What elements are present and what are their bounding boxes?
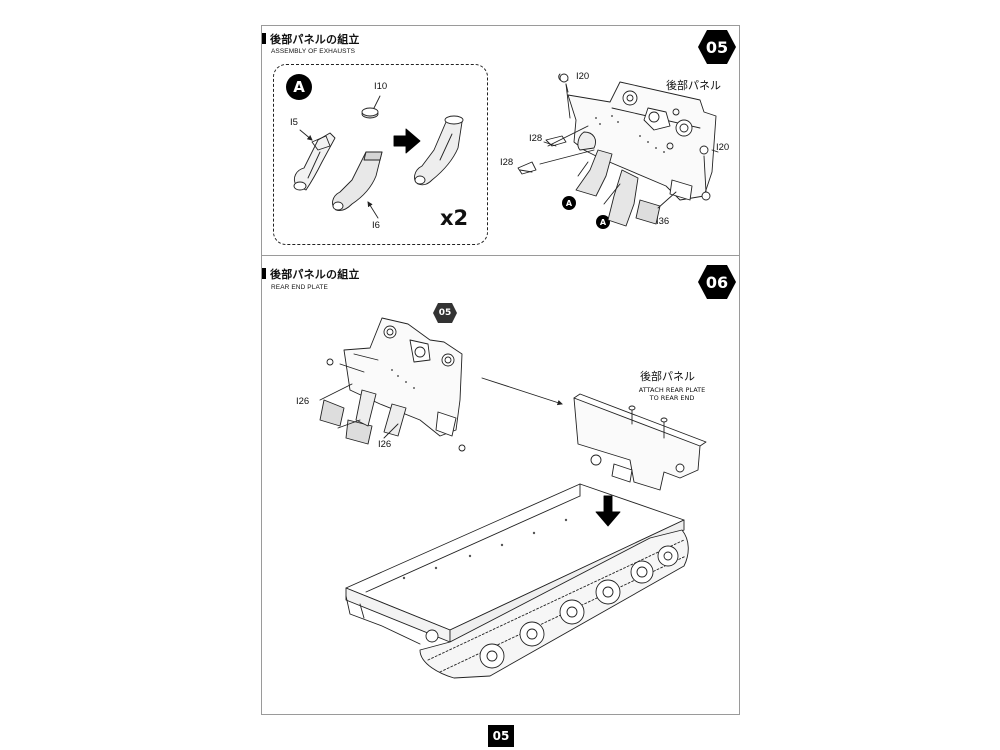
exhaust-part-i10	[361, 107, 379, 119]
exhaust-part-i5	[293, 132, 336, 191]
rear-plate-installed	[573, 393, 707, 491]
attach-instruction: ATTACH REAR PLATE TO REAR END	[638, 386, 706, 402]
rear-panel-step06	[319, 317, 466, 452]
track-assembly	[345, 529, 689, 679]
part-label-i36: I36	[656, 216, 670, 227]
page-frame	[261, 25, 740, 715]
callout-a-left: A	[562, 196, 576, 210]
part-label-i26-bottom: I26	[378, 439, 392, 450]
part-label-i10: I10	[374, 81, 388, 92]
part-label-i20-right: I20	[716, 142, 730, 153]
step06-title-jp: 後部パネルの組立	[262, 268, 360, 281]
exhaust-part-i6	[332, 151, 383, 211]
exhaust-assembled	[414, 115, 464, 186]
part-label-i5: I5	[290, 117, 298, 128]
page-number: 05	[488, 725, 514, 747]
rear-panel-label-step05: 後部パネル	[666, 79, 721, 92]
step06-badge: 06	[697, 264, 737, 300]
part-label-i26-left: I26	[296, 396, 310, 407]
part-label-i20-top: I20	[576, 71, 590, 82]
step05-title-jp: 後部パネルの組立	[262, 33, 360, 46]
step05-title-en: ASSEMBLY OF EXHAUSTS	[271, 48, 356, 55]
section-divider	[261, 255, 740, 256]
step06-title-en: REAR END PLATE	[271, 284, 328, 291]
part-label-i28-lower: I28	[500, 157, 514, 168]
step05-badge: 05	[697, 29, 737, 65]
subassembly-a-box	[273, 64, 488, 245]
callout-a-right: A	[596, 215, 610, 229]
rear-panel-label-step06: 後部パネル	[640, 370, 695, 383]
rear-panel-step05	[567, 81, 717, 227]
ref-badge-05: 05	[432, 302, 458, 324]
multiplier-x2: x2	[440, 206, 469, 230]
part-label-i28-upper: I28	[529, 133, 543, 144]
sub-callout-a: A	[286, 74, 312, 100]
part-label-i6: I6	[372, 220, 380, 231]
